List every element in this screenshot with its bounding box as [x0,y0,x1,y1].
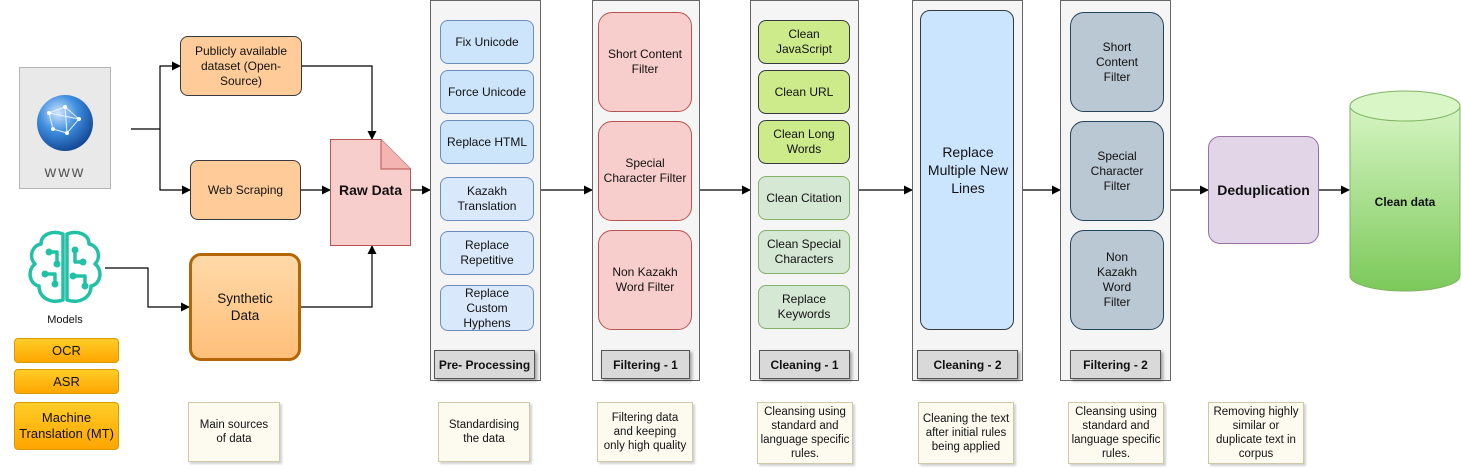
preprocessing-note: Standardising the data [438,402,530,462]
clean1-replace-keywords: Replace Keywords [758,285,850,329]
www-document-icon: www [19,67,111,189]
step-fix-unicode: Fix Unicode [440,20,534,64]
web-scraping-node: Web Scraping [190,160,301,220]
edge-to-public-dataset [159,61,181,129]
preprocessing-title: Pre- Processing [434,350,535,379]
models-label: Models [47,314,83,326]
public-dataset-node: Publicly available dataset (Open-Source) [180,36,302,96]
step-force-unicode: Force Unicode [440,70,534,114]
step-replace-repetitive: Replace Repetitive [440,231,534,275]
model-type-mt-label: Machine Translation (MT) [19,410,114,441]
www-label: www [44,164,86,181]
edge-to-web-scraping [159,129,191,195]
model-type-ocr-label: OCR [52,343,81,358]
clean1-citation: Clean Citation [758,176,850,220]
clean-data-label: Clean data [1374,195,1436,209]
step-replace-custom-hyphens: Replace Custom Hyphens [440,285,534,331]
edge-synthetic-to-raw [301,245,377,308]
raw-data-label: Raw Data [338,182,403,198]
sources-note: Main sources of data [188,402,280,462]
filtering1-title: Filtering - 1 [601,350,690,379]
filtering2-title: Filtering - 2 [1070,350,1161,379]
clean1-long-words: Clean Long Words [758,120,850,164]
model-type-asr-label: ASR [53,374,80,389]
edge-dataset-to-raw [302,65,377,140]
clean2-replace-new-lines: Replace Multiple New Lines [920,10,1014,330]
edge-models-to-synthetic [105,267,190,312]
model-type-asr: ASR [14,369,119,394]
clean1-url: Clean URL [758,70,850,114]
web-scraping-label: Web Scraping [207,182,284,197]
raw-data-node: Raw Data [330,139,411,246]
step-replace-html: Replace HTML [440,120,534,164]
cleaning1-note: Cleansing using standard and language sp… [757,402,853,464]
deduplication-label: Deduplication [1217,182,1310,198]
filter2-short-content: Short Content Filter [1070,12,1164,112]
filtering2-note: Cleansing using standard and language sp… [1068,402,1164,464]
synthetic-data-node: Synthetic Data [189,253,301,361]
clean1-special-characters: Clean Special Characters [758,230,850,274]
filter2-special-character: Special Character Filter [1070,121,1164,221]
clean-data-cylinder: Clean data [1349,90,1461,292]
filter1-special-character: Special Character Filter [598,121,692,221]
public-dataset-label: Publicly available dataset (Open-Source) [194,43,288,88]
filtering1-note: Filtering data and keeping only high qua… [597,402,693,462]
cleaning2-title: Cleaning - 2 [917,350,1018,379]
deduplication-node: Deduplication [1208,136,1319,244]
deduplication-note: Removing highly similar or duplicate tex… [1208,402,1304,464]
clean1-javascript: Clean JavaScript [758,20,850,64]
model-type-ocr: OCR [14,338,119,363]
synthetic-data-label: Synthetic Data [217,291,273,323]
filter1-non-kazakh-word: Non Kazakh Word Filter [598,230,692,330]
cleaning2-note: Cleaning the text after initial rules be… [918,402,1014,464]
models-brain-icon [25,228,105,308]
step-kazakh-translation: Kazakh Translation [440,177,534,221]
filter2-non-kazakh-word: Non Kazakh Word Filter [1070,230,1164,330]
filter1-short-content: Short Content Filter [598,12,692,112]
cleaning1-title: Cleaning - 1 [759,350,850,379]
model-type-mt: Machine Translation (MT) [14,402,119,450]
